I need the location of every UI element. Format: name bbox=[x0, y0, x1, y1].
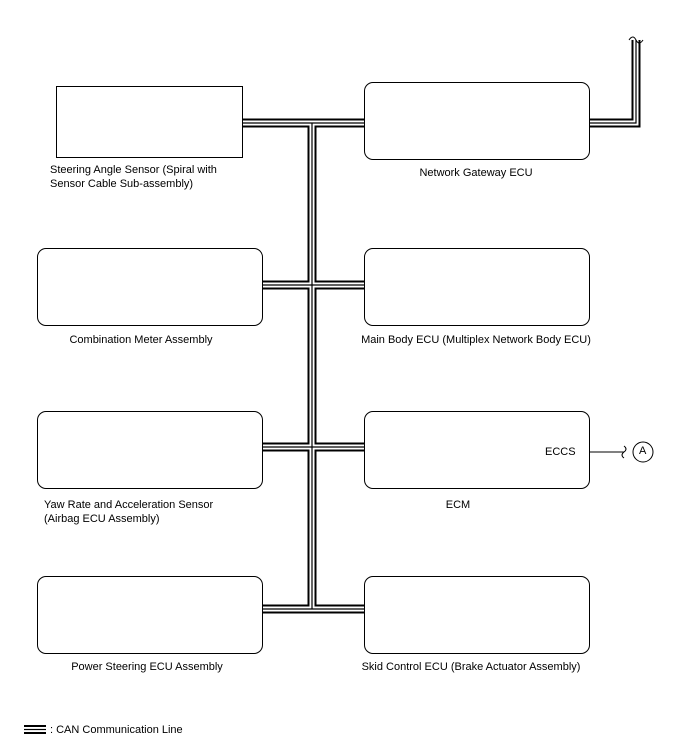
connector-a-circle bbox=[632, 441, 654, 463]
steering-angle-sensor-label-line2: Sensor Cable Sub-assembly) bbox=[50, 178, 194, 190]
steering-angle-sensor-box bbox=[56, 86, 243, 158]
yaw-rate-sensor-label-line2: (Airbag ECU Assembly) bbox=[44, 513, 160, 525]
connector-a-label: A bbox=[639, 445, 647, 457]
can-line-legend-icon bbox=[24, 725, 46, 734]
network-gateway-ecu-box bbox=[364, 82, 590, 160]
power-steering-ecu-label: Power Steering ECU Assembly bbox=[71, 661, 223, 673]
yaw-rate-sensor-box bbox=[37, 411, 263, 489]
yaw-rate-sensor-label-line1: Yaw Rate and Acceleration Sensor bbox=[44, 499, 214, 511]
network-gateway-ecu-label: Network Gateway ECU bbox=[419, 167, 533, 179]
skid-control-ecu-label: Skid Control ECU (Brake Actuator Assembl… bbox=[361, 661, 581, 673]
ecm-label: ECM bbox=[445, 499, 471, 511]
power-steering-ecu-box bbox=[37, 576, 263, 654]
combination-meter-box bbox=[37, 248, 263, 326]
steering-angle-sensor-label-line1: Steering Angle Sensor (Spiral with bbox=[50, 164, 217, 176]
can-line-legend-label: : CAN Communication Line bbox=[50, 724, 183, 736]
main-body-ecu-label: Main Body ECU (Multiplex Network Body EC… bbox=[361, 334, 591, 346]
ecm-box bbox=[364, 411, 590, 489]
combination-meter-label: Combination Meter Assembly bbox=[69, 334, 213, 346]
skid-control-ecu-box bbox=[364, 576, 590, 654]
main-body-ecu-box bbox=[364, 248, 590, 326]
eccs-break-mark bbox=[621, 445, 627, 459]
ecm-terminal-label: ECCS bbox=[545, 446, 576, 458]
can-line-core bbox=[243, 40, 637, 610]
line-break-mark bbox=[628, 36, 644, 44]
